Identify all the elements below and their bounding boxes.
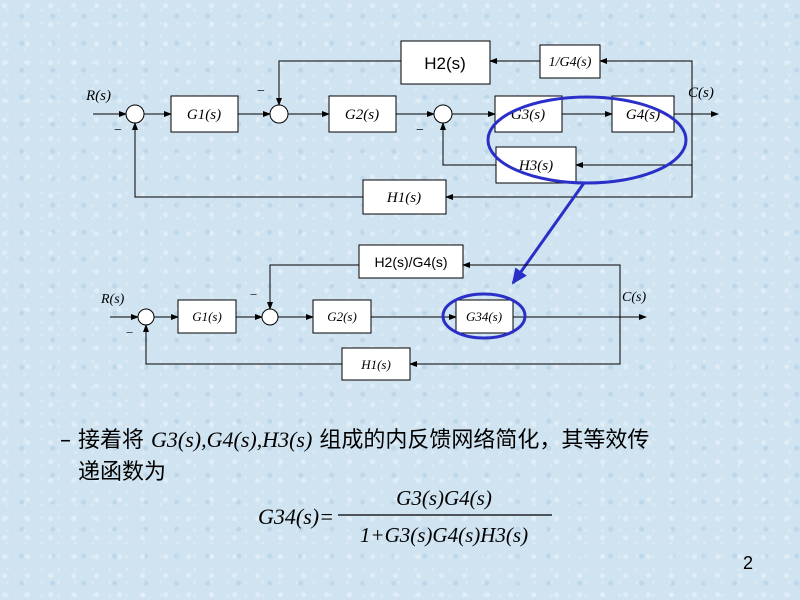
block-h1-label: H1(s): [360, 357, 391, 372]
block-h1-label: H1(s): [386, 190, 421, 206]
top-input-label: R(s): [85, 88, 111, 104]
block-g34: [455, 299, 514, 334]
summing-junction-1: [125, 104, 145, 124]
block-h1: [362, 179, 447, 215]
block-g1-label: G1(s): [187, 107, 221, 123]
highlight-ellipse-bottom: [441, 292, 527, 340]
block-h3-label: H3(s): [518, 158, 553, 174]
block-g1: [170, 95, 239, 133]
minus-sign: −: [416, 123, 424, 138]
transform-arrow: [511, 182, 586, 285]
formula-lhs: G34(s)=: [258, 504, 334, 529]
block-inv-g4: [539, 44, 601, 79]
block-g2-label: G2(s): [345, 107, 379, 123]
summing-junction-2: [261, 308, 279, 326]
summing-junction-2: [269, 104, 289, 124]
bottom-diagram: R(s) − G1(s) − G2(s) G34(s) C(s) H2(s)/G…: [100, 244, 647, 381]
annotation-line-2: 递函数为: [78, 460, 167, 485]
minus-sign: −: [126, 325, 133, 340]
block-inv-g4-label: 1/G4(s): [549, 55, 592, 70]
block-g1: [177, 299, 237, 334]
annotation-math: G3(s),G4(s),H3(s): [151, 427, 313, 452]
summing-junction-3: [433, 104, 453, 124]
block-h2-over-g4: [358, 244, 464, 279]
block-g2-label: G2(s): [327, 309, 357, 324]
bottom-input-label: R(s): [100, 292, 125, 307]
bullet: –: [60, 428, 71, 453]
annotation-text-1: 接着将: [78, 428, 145, 453]
bottom-output-label: C(s): [622, 290, 646, 305]
block-g2: [328, 95, 397, 133]
top-diagram: R(s) − G1(s) − G2(s) − G3(s) G4(s) C(s) …: [85, 40, 719, 215]
minus-sign: −: [250, 287, 257, 302]
block-g3-label: G3(s): [511, 107, 545, 123]
formula: G34(s)= G3(s)G4(s) 1+G3(s)G4(s)H3(s): [258, 486, 552, 547]
minus-sign: −: [114, 123, 122, 138]
minus-sign: −: [257, 84, 265, 99]
block-g1-label: G1(s): [192, 309, 222, 324]
top-output-label: C(s): [688, 85, 714, 101]
block-g4-label: G4(s): [626, 107, 660, 123]
page-number: 2: [743, 553, 754, 573]
formula-denominator: 1+G3(s)G4(s)H3(s): [360, 523, 528, 547]
formula-numerator: G3(s)G4(s): [396, 486, 492, 510]
block-h2-over-g4-label: H2(s)/G4(s): [374, 254, 447, 270]
annotation-text-2: 组成的内反馈网络简化，其等效传: [319, 428, 650, 453]
block-h2: [400, 40, 491, 85]
block-g34-label: G34(s): [466, 309, 502, 324]
annotation-line-1: – 接着将 G3(s),G4(s),H3(s) 组成的内反馈网络简化，其等效传: [60, 422, 649, 454]
highlight-ellipse-top: [486, 95, 688, 185]
block-g2: [312, 299, 372, 334]
block-h2-label: H2(s): [424, 54, 466, 73]
summing-junction-1: [137, 308, 155, 326]
